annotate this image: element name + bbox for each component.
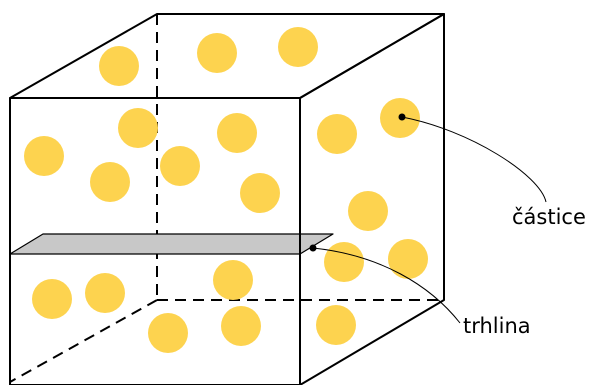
crack-plane — [9, 233, 334, 255]
back-depth-edge — [9, 299, 158, 383]
particles-leader-line — [401, 116, 547, 203]
particle — [388, 239, 428, 279]
particle — [348, 191, 388, 231]
visible-edges — [9, 13, 445, 385]
particle — [160, 146, 200, 186]
crack-leader-line — [312, 247, 461, 324]
particles-label: částice — [512, 205, 586, 229]
particle — [324, 242, 364, 282]
particle — [90, 162, 130, 202]
particle — [99, 46, 139, 86]
particles-pointer-dot — [398, 113, 406, 121]
particles — [24, 27, 428, 353]
particle — [213, 260, 253, 300]
particle — [32, 279, 72, 319]
particle — [197, 33, 237, 73]
particle — [24, 136, 64, 176]
particle — [148, 313, 188, 353]
crack-label: trhlina — [463, 314, 531, 338]
particle — [316, 305, 356, 345]
crack-pointer-dot — [309, 244, 317, 252]
particle — [217, 113, 257, 153]
particle — [278, 27, 318, 67]
particle — [240, 173, 280, 213]
right-face — [299, 13, 445, 385]
particle — [118, 108, 158, 148]
particle — [221, 306, 261, 346]
particle — [85, 273, 125, 313]
particle — [317, 114, 357, 154]
